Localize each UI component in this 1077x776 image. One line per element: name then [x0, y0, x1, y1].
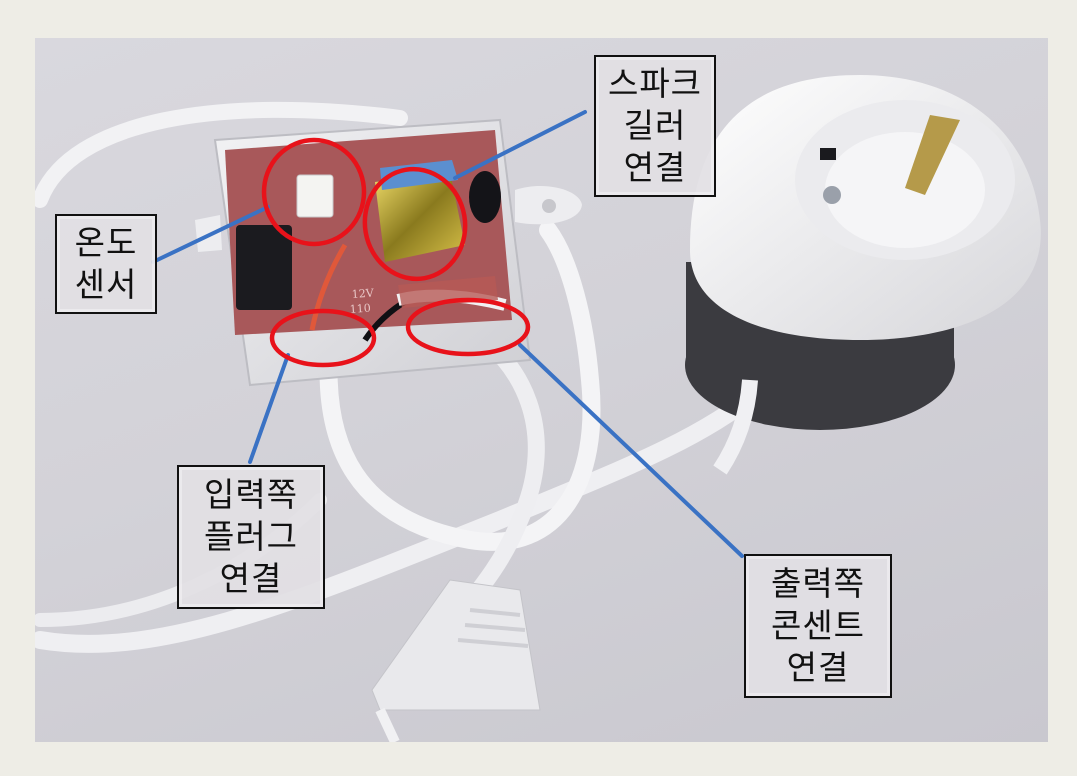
outlet-socket [685, 75, 1041, 475]
leader-line-output-outlet [518, 343, 744, 558]
label-line: 연결 [219, 559, 283, 598]
leader-line-spark-killer [453, 110, 587, 180]
label-input-plug: 입력쪽 플러그 연결 [177, 465, 325, 609]
highlight-input-plug [269, 308, 377, 368]
plug [371, 579, 541, 742]
photo: 12V 110 [35, 38, 1048, 742]
leader-lines [151, 110, 744, 558]
label-line: 연결 [623, 148, 687, 187]
label-line: 연결 [786, 648, 850, 687]
label-line: 콘센트 [770, 606, 866, 645]
label-spark-killer: 스파크 길러 연결 [594, 55, 716, 197]
pcb-label-110: 110 [349, 302, 371, 316]
highlight-temp-sensor [261, 137, 367, 247]
label-line: 입력쪽 [203, 475, 299, 514]
highlight-output-outlet [405, 297, 531, 357]
label-line: 온도 [74, 223, 138, 262]
label-output-outlet: 출력쪽 콘센트 연결 [744, 554, 892, 698]
photo-scene: 12V 110 [35, 75, 1041, 742]
leader-line-input-plug [248, 353, 290, 464]
label-line: 출력쪽 [770, 564, 866, 603]
pcb-label-12v: 12V [351, 286, 375, 301]
controller-box: 12V 110 [195, 118, 582, 387]
highlight-circles [261, 137, 531, 368]
leader-line-temp-sensor [151, 205, 270, 264]
label-line: 센서 [74, 265, 138, 304]
highlight-spark-killer [362, 166, 468, 282]
label-line: 플러그 [203, 517, 299, 556]
label-line: 스파크 [607, 64, 703, 103]
label-temp-sensor: 온도 센서 [55, 214, 157, 314]
label-line: 길러 [623, 106, 687, 145]
